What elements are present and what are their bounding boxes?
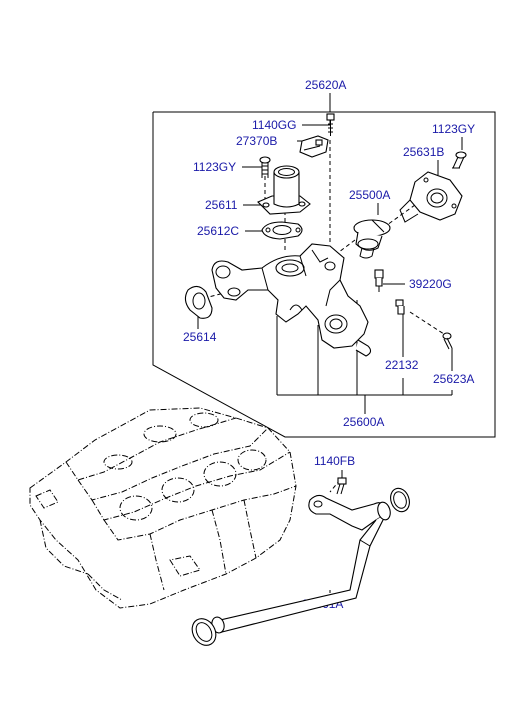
label-25623A[interactable]: 25623A [433,372,474,386]
bolt-1140gg-icon [326,113,335,136]
label-25611[interactable]: 25611 [205,198,238,212]
label-1123GY-right[interactable]: 1123GY [432,122,475,136]
label-25612C[interactable]: 25612C [197,224,239,238]
label-25631B[interactable]: 25631B [403,145,444,159]
water-pipe-25461a-icon [191,487,410,646]
housing-25631b-icon [399,171,463,223]
outlet-housing-25611-icon [257,165,311,215]
label-25600A[interactable]: 25600A [343,415,384,429]
label-25620A[interactable]: 25620A [305,78,346,92]
sensor-39220g-icon [374,269,384,292]
bolt-1140fb-icon [336,477,347,495]
engine-block-outline [29,407,297,609]
thermostat-25500a-icon [353,219,391,259]
bolt-1123gy-left-icon [259,156,271,178]
water-housing-25600a-icon [211,243,372,357]
label-27370B[interactable]: 27370B [236,134,277,148]
label-39220G[interactable]: 39220G [409,277,452,291]
bolt-1123gy-right-icon [452,151,467,169]
label-1123GY-left[interactable]: 1123GY [193,160,236,174]
plug-22132-icon [395,299,405,315]
label-1140FB[interactable]: 1140FB [314,454,355,468]
label-1140GG[interactable]: 1140GG [252,118,296,132]
gasket-25612c-icon [261,221,303,240]
label-22132[interactable]: 22132 [385,358,419,372]
assembly-frame [152,93,496,438]
label-25614[interactable]: 25614 [183,330,217,344]
gasket-25614-icon [184,285,213,319]
label-25500A[interactable]: 25500A [349,188,390,202]
bolt-25623a-icon [442,332,453,350]
sensor-27370b-icon [299,135,329,158]
